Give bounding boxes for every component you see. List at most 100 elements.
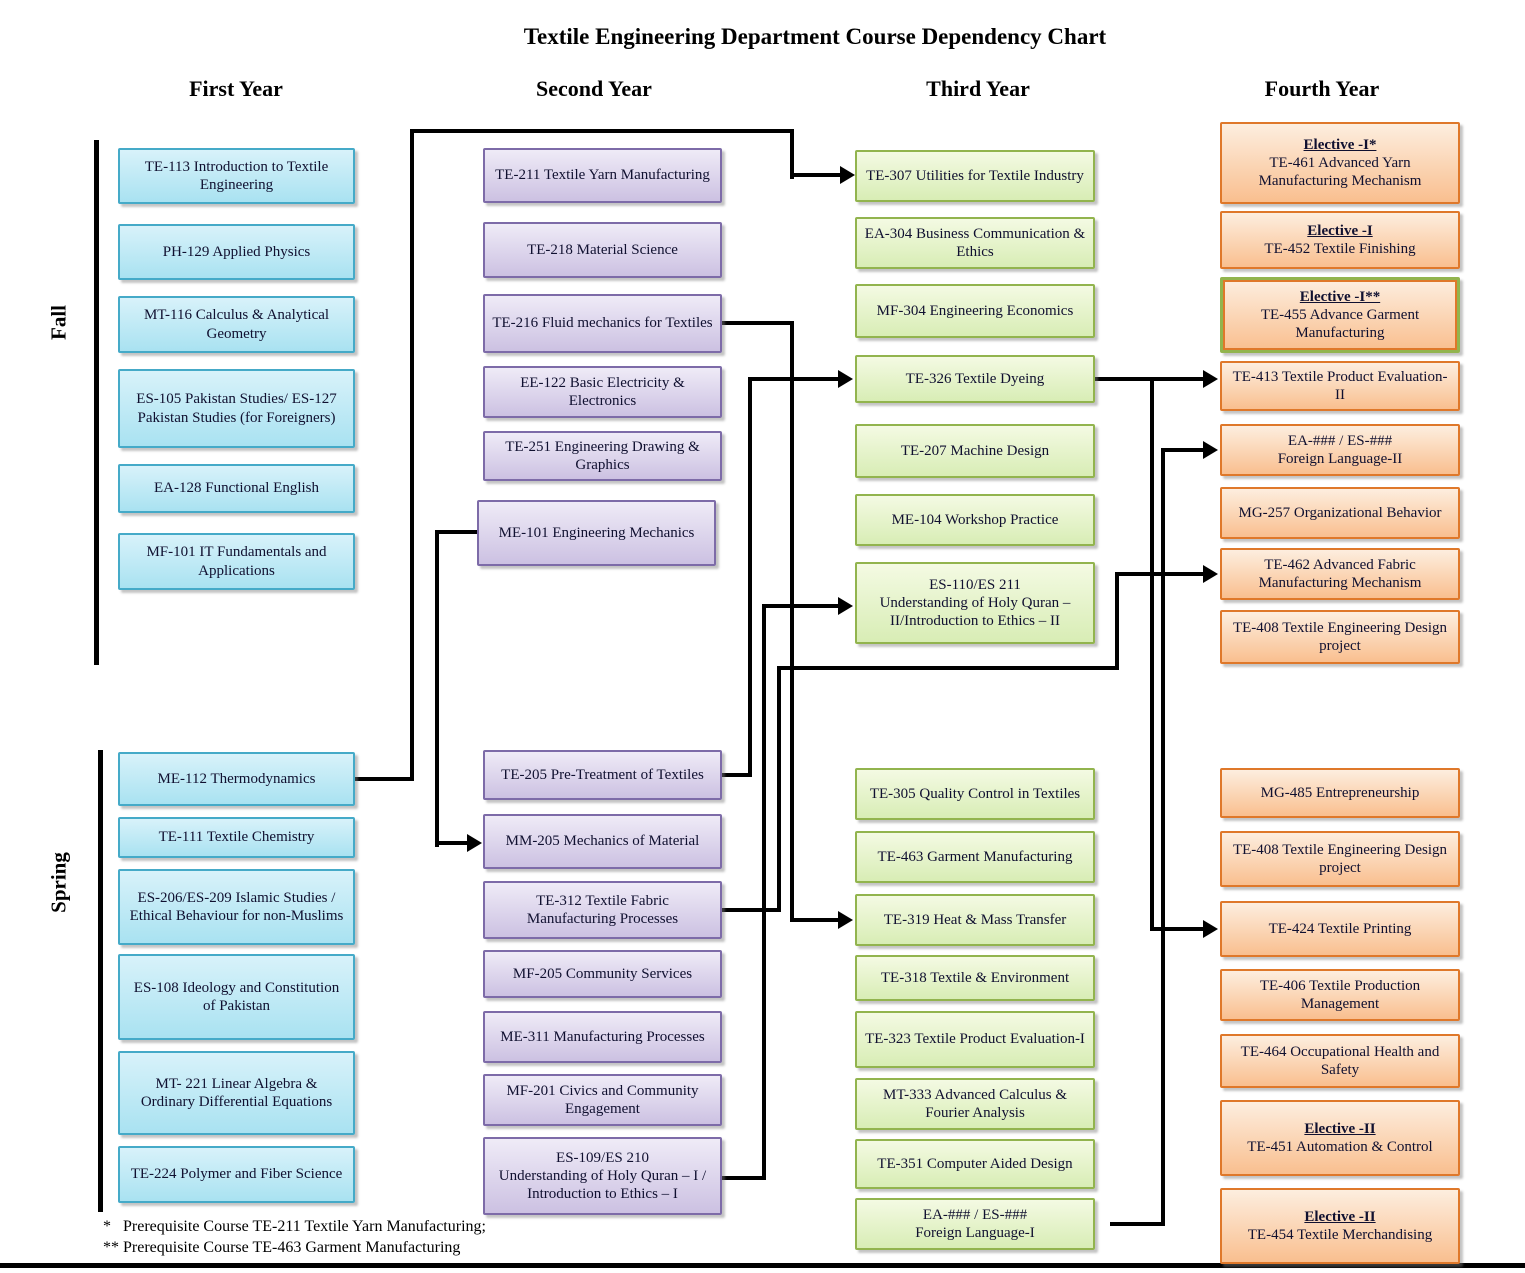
dependency-connector-segment (1161, 448, 1205, 452)
dependency-connector-segment (790, 321, 794, 922)
course-box: ES-109/ES 210 Understanding of Holy Qura… (483, 1137, 722, 1215)
course-box: TE-326 Textile Dyeing (855, 355, 1095, 403)
course-box: EA-### / ES-### Foreign Language-I (855, 1198, 1095, 1250)
dependency-connector-segment (410, 129, 794, 133)
spring-bracket-line (98, 750, 103, 1212)
course-box: TE-207 Machine Design (855, 424, 1095, 478)
dependency-connector-segment (435, 530, 439, 847)
dependency-connector-segment (762, 604, 766, 1180)
course-box: Elective -I**TE-455 Advance Garment Manu… (1220, 277, 1460, 353)
course-box: MG-485 Entrepreneurship (1220, 768, 1460, 818)
fall-bracket-line (94, 140, 99, 665)
dependency-connector-segment (777, 666, 781, 912)
course-box: MG-257 Organizational Behavior (1220, 487, 1460, 539)
arrowhead-icon (838, 370, 853, 388)
course-box: TE-408 Textile Engineering Design projec… (1220, 610, 1460, 664)
course-label: TE-452 Textile Finishing (1264, 241, 1416, 257)
course-box: TE-413 Textile Product Evaluation-II (1220, 361, 1460, 411)
course-box: ME-101 Engineering Mechanics (477, 500, 716, 566)
course-box: MT-333 Advanced Calculus & Fourier Analy… (855, 1078, 1095, 1130)
dependency-connector-segment (1115, 572, 1205, 576)
elective-heading: Elective -I (1307, 222, 1373, 239)
course-label: TE-451 Automation & Control (1247, 1139, 1433, 1155)
arrowhead-icon (838, 911, 853, 929)
column-header-second-year: Second Year (536, 76, 652, 101)
course-box: MF-101 IT Fundamentals and Applications (118, 533, 355, 590)
course-box: TE-406 Textile Production Management (1220, 969, 1460, 1021)
course-box: MM-205 Mechanics of Material (483, 814, 722, 869)
dependency-connector-segment (722, 773, 752, 777)
course-box: TE-111 Textile Chemistry (118, 817, 355, 858)
course-box: ME-311 Manufacturing Processes (483, 1011, 722, 1063)
course-box: TE-305 Quality Control in Textiles (855, 768, 1095, 820)
course-label: TE-455 Advance Garment Manufacturing (1260, 306, 1420, 342)
course-box: MF-201 Civics and Community Engagement (483, 1074, 722, 1126)
course-box: TE-218 Material Science (483, 222, 722, 278)
dependency-connector-segment (722, 321, 794, 325)
course-box: TE-462 Advanced Fabric Manufacturing Mec… (1220, 548, 1460, 600)
column-header-third-year: Third Year (926, 76, 1030, 101)
course-box: TE-224 Polymer and Fiber Science (118, 1146, 355, 1203)
dependency-connector-segment (748, 377, 840, 381)
elective-heading: Elective -II (1304, 1208, 1376, 1225)
arrowhead-icon (1203, 565, 1218, 583)
footnote-elective-2: ** Prerequisite Course TE-463 Garment Ma… (103, 1239, 461, 1256)
dependency-connector-segment (435, 530, 479, 534)
course-box: ME-104 Workshop Practice (855, 494, 1095, 546)
course-box: EA-128 Functional English (118, 464, 355, 513)
dependency-connector-segment (748, 377, 752, 777)
course-box: MT-116 Calculus & Analytical Geometry (118, 296, 355, 353)
arrowhead-icon (1203, 920, 1218, 938)
dependency-connector-segment (1161, 448, 1165, 1226)
course-box: ES-105 Pakistan Studies/ ES-127 Pakistan… (118, 369, 355, 448)
course-box: ME-112 Thermodynamics (118, 752, 355, 806)
course-box: TE-351 Computer Aided Design (855, 1139, 1095, 1189)
arrowhead-icon (1203, 370, 1218, 388)
course-box: TE-463 Garment Manufacturing (855, 831, 1095, 883)
course-box: EE-122 Basic Electricity & Electronics (483, 366, 722, 418)
course-box: TE-211 Textile Yarn Manufacturing (483, 148, 722, 203)
course-box: TE-408 Textile Engineering Design projec… (1220, 831, 1460, 887)
dependency-connector-segment (722, 908, 781, 912)
course-box: EA-304 Business Communication & Ethics (855, 217, 1095, 269)
course-box: TE-312 Textile Fabric Manufacturing Proc… (483, 881, 722, 939)
course-box: TE-318 Textile & Environment (855, 955, 1095, 1001)
course-label: TE-461 Advanced Yarn Manufacturing Mecha… (1258, 154, 1422, 190)
course-box: TE-323 Textile Product Evaluation-I (855, 1011, 1095, 1068)
dependency-connector-segment (1110, 1222, 1165, 1226)
course-box: PH-129 Applied Physics (118, 224, 355, 280)
dependency-connector-segment (790, 173, 842, 177)
course-box: Elective -II TE-454 Textile Merchandising (1220, 1188, 1460, 1264)
chart-title: Textile Engineering Department Course De… (523, 24, 1107, 49)
arrowhead-icon (838, 597, 853, 615)
course-box: ES-110/ES 211 Understanding of Holy Qura… (855, 562, 1095, 644)
course-box: TE-113 Introduction to Textile Engineeri… (118, 148, 355, 204)
dependency-connector-segment (790, 129, 794, 179)
dependency-connector-segment (1150, 377, 1154, 931)
course-box: TE-319 Heat & Mass Transfer (855, 894, 1095, 946)
course-box: ES-108 Ideology and Constitution of Paki… (118, 954, 355, 1040)
arrowhead-icon (467, 834, 482, 852)
course-box: MF-304 Engineering Economics (855, 284, 1095, 338)
arrowhead-icon (840, 166, 855, 184)
course-box: EA-### / ES-### Foreign Language-II (1220, 424, 1460, 476)
course-box: TE-251 Engineering Drawing & Graphics (483, 431, 722, 481)
bottom-border-line (0, 1263, 1525, 1268)
arrowhead-icon (1203, 441, 1218, 459)
course-box: TE-205 Pre-Treatment of Textiles (483, 750, 722, 800)
course-label: TE-454 Textile Merchandising (1247, 1227, 1433, 1243)
spring-label: Spring (46, 852, 71, 913)
fall-label: Fall (46, 305, 71, 340)
column-header-fourth-year: Fourth Year (1264, 76, 1380, 101)
dependency-connector-segment (722, 1176, 766, 1180)
dependency-connector-segment (435, 841, 469, 845)
elective-heading: Elective -I* (1303, 136, 1377, 153)
course-box: MF-205 Community Services (483, 950, 722, 998)
course-box: Elective -I*TE-461 Advanced Yarn Manufac… (1220, 122, 1460, 204)
course-box: TE-464 Occupational Health and Safety (1220, 1034, 1460, 1088)
course-box: ES-206/ES-209 Islamic Studies / Ethical … (118, 869, 355, 945)
elective-heading: Elective -I** (1299, 288, 1381, 305)
dependency-connector-segment (1150, 927, 1205, 931)
course-box: TE-307 Utilities for Textile Industry (855, 150, 1095, 202)
